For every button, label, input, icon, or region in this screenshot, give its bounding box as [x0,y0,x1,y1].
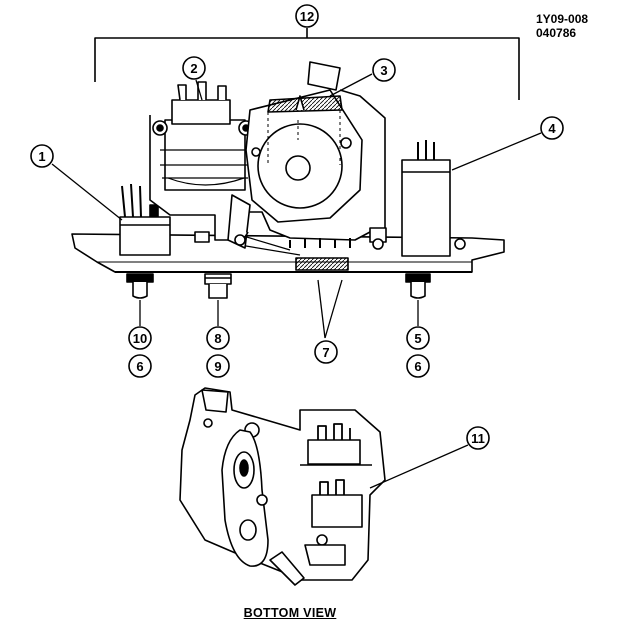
svg-text:11: 11 [471,431,485,446]
callout-6-right: 6 [406,354,430,378]
base-tabs [289,227,387,250]
bottom-view-caption: BOTTOM VIEW [243,606,337,620]
svg-text:6: 6 [136,359,143,374]
bottom-view [179,387,469,586]
assembly-bracket [94,28,520,100]
svg-text:10: 10 [133,331,147,346]
callout-7: 7 [314,340,338,364]
svg-text:9: 9 [214,359,221,374]
figure-id-line2: 040786 [536,26,577,40]
callout-2: 2 [182,56,206,80]
callout-5: 5 [406,326,430,350]
bottom-view-lever [221,429,305,586]
bottom-view-relay-lower [304,479,363,566]
bottom-view-relay-top [300,423,372,466]
callouts: 12 2 3 4 1 10 6 8 [30,4,564,450]
svg-text:7: 7 [322,345,329,360]
figure-id-line1: 1Y09-008 [536,12,589,26]
terminal-strip [295,257,349,271]
lever-arm [227,194,251,249]
callout-9: 9 [206,354,230,378]
callout-6-left: 6 [128,354,152,378]
side-view [51,28,542,339]
bottom-studs [126,273,431,299]
svg-text:5: 5 [414,331,421,346]
svg-text:12: 12 [300,9,314,24]
svg-text:3: 3 [380,63,387,78]
svg-text:8: 8 [214,331,221,346]
callout-10: 10 [128,326,152,350]
svg-text:4: 4 [548,121,556,136]
callout-12: 12 [295,4,319,28]
callout-3: 3 [372,58,396,82]
bottom-view-housing [179,387,386,581]
callout-8: 8 [206,326,230,350]
leader-lines [51,73,542,339]
svg-text:2: 2 [190,61,197,76]
callout-11: 11 [466,426,490,450]
left-switch [119,183,171,256]
rotary-switch [245,61,363,223]
callout-1: 1 [30,144,54,168]
sensor-module [401,140,466,257]
svg-text:6: 6 [414,359,421,374]
callout-4: 4 [540,116,564,140]
bottom-view-leader [369,444,469,489]
svg-text:1: 1 [38,149,45,164]
